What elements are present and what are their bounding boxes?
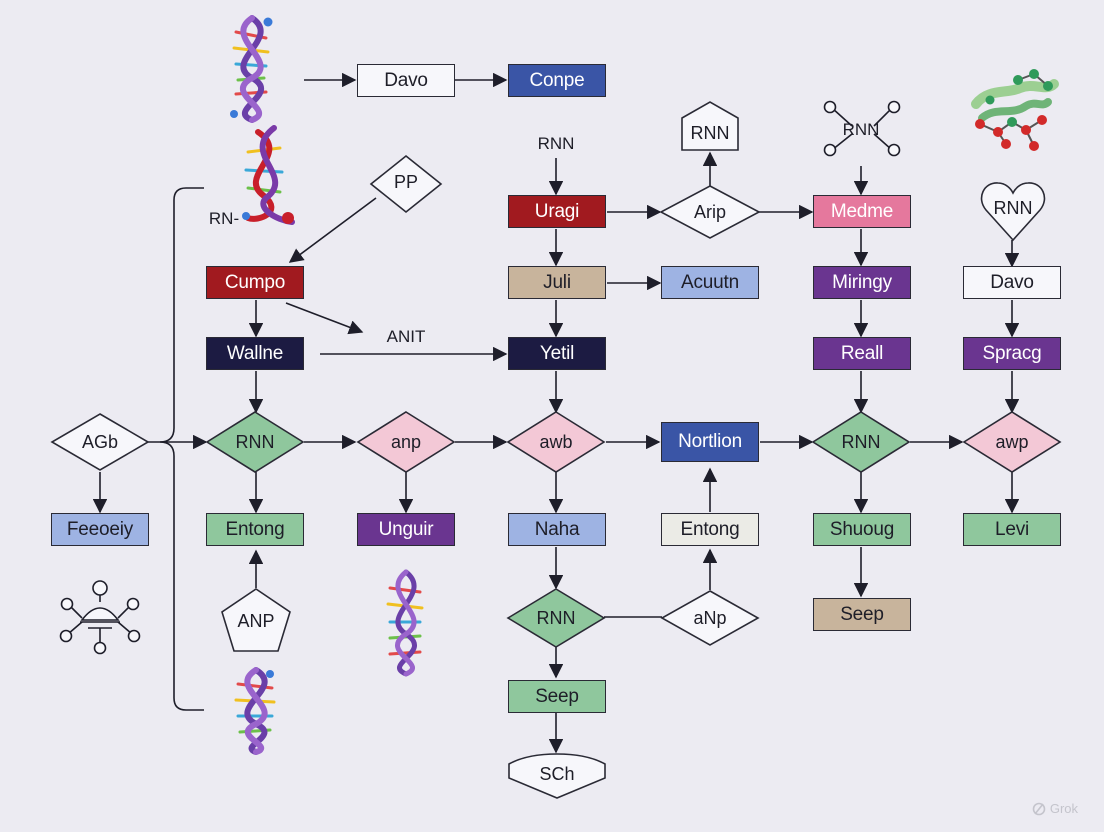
- node-davo-top[interactable]: Davo: [357, 64, 455, 97]
- edge-cumpo-to-anit: [285, 302, 364, 335]
- node-nortlion[interactable]: Nortlion: [661, 422, 759, 462]
- protein-molecule-icon: [971, 69, 1059, 151]
- node-rnn-green-left-shape[interactable]: [205, 411, 305, 473]
- node-davo-right[interactable]: Davo: [963, 266, 1061, 299]
- network-hub-icon: [59, 580, 141, 655]
- node-unguir[interactable]: Unguir: [357, 513, 455, 546]
- label-rn-dna: RN-: [208, 209, 240, 228]
- node-rnn-green-bottom-shape[interactable]: [506, 588, 606, 648]
- label-rnn-under-conpe: RNN: [537, 134, 575, 153]
- node-anp-shape[interactable]: [356, 411, 456, 473]
- node-miringy[interactable]: Miringy: [813, 266, 911, 299]
- node-conpe[interactable]: Conpe: [508, 64, 606, 97]
- node-agb-shape[interactable]: [50, 413, 150, 471]
- node-anp-white-shape[interactable]: [660, 590, 760, 646]
- node-seep-bottom[interactable]: Seep: [508, 680, 606, 713]
- watermark: Grok: [1032, 801, 1078, 816]
- grok-logo-icon: [1032, 802, 1046, 815]
- node-entong-mid[interactable]: Entong: [661, 513, 759, 546]
- node-cumpo[interactable]: Cumpo: [206, 266, 304, 299]
- node-medme[interactable]: Medme: [813, 195, 911, 228]
- dna-red-helix-icon: [242, 125, 295, 225]
- node-naha[interactable]: Naha: [508, 513, 606, 546]
- watermark-text: Grok: [1049, 801, 1078, 816]
- node-yetil[interactable]: Yetil: [508, 337, 606, 370]
- dna-helix-small-icon: [386, 569, 424, 677]
- node-seep-right[interactable]: Seep: [813, 598, 911, 631]
- node-wallne[interactable]: Wallne: [206, 337, 304, 370]
- molecule-network-icon: [823, 100, 901, 157]
- node-rnn-green-right-shape[interactable]: [811, 411, 911, 473]
- node-spracg[interactable]: Spracg: [963, 337, 1061, 370]
- node-anp-pentagon-shape[interactable]: [220, 588, 292, 652]
- node-rnn-house-shape[interactable]: [680, 100, 740, 152]
- node-levi[interactable]: Levi: [963, 513, 1061, 546]
- node-entong-left[interactable]: Entong: [206, 513, 304, 546]
- label-anit: ANIT: [386, 327, 426, 346]
- node-rnn-heart-shape[interactable]: [980, 180, 1046, 242]
- node-shuoug[interactable]: Shuoug: [813, 513, 911, 546]
- node-awp-shape[interactable]: [962, 411, 1062, 473]
- node-reall[interactable]: Reall: [813, 337, 911, 370]
- node-acuutn[interactable]: Acuutn: [661, 266, 759, 299]
- node-feeoeiy[interactable]: Feeoeiy: [51, 513, 149, 546]
- node-arip-shape[interactable]: [659, 185, 761, 239]
- edge-pp-to-cumpo: [288, 197, 377, 263]
- dna-helix-icon: [230, 15, 273, 123]
- dna-helix-bottom-icon: [234, 667, 276, 755]
- node-uragi[interactable]: Uragi: [508, 195, 606, 228]
- node-sch-shape[interactable]: [507, 752, 607, 800]
- left-bracket: [159, 187, 204, 711]
- node-juli[interactable]: Juli: [508, 266, 606, 299]
- node-pp-shape[interactable]: [369, 154, 443, 214]
- node-awb-shape[interactable]: [506, 411, 606, 473]
